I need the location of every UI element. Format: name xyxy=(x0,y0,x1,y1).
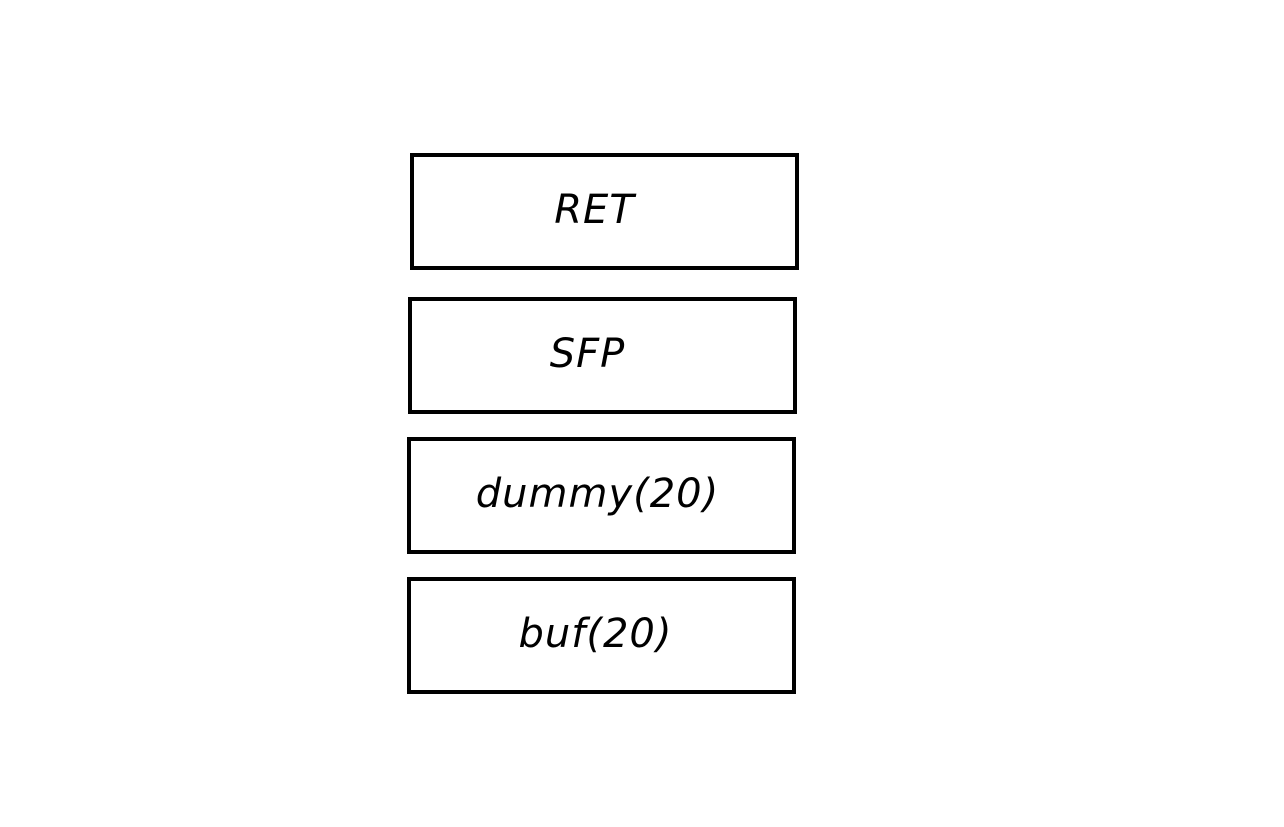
stack-block-label: buf(20) xyxy=(518,610,673,657)
stack-block-sfp: SFP xyxy=(408,297,797,414)
stack-block-label: RET xyxy=(554,186,635,233)
stack-block-dummy: dummy(20) xyxy=(407,437,796,554)
stack-block-label: dummy(20) xyxy=(475,470,720,517)
stack-block-buf: buf(20) xyxy=(407,577,796,694)
stack-block-label: SFP xyxy=(549,330,626,377)
stack-block-ret: RET xyxy=(410,153,799,270)
